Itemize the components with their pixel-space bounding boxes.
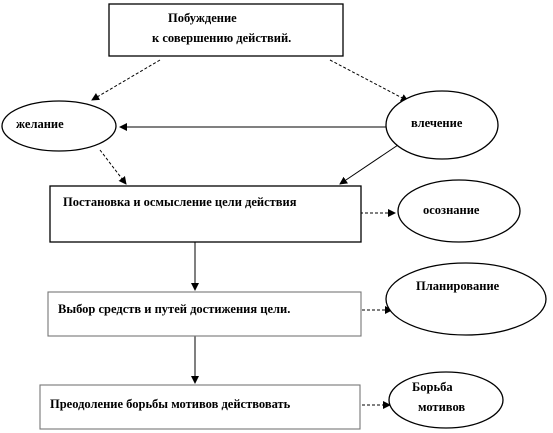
node-planning-ellipse xyxy=(385,262,547,336)
node-desire-label: желание xyxy=(16,117,64,131)
node-planning: Планирование xyxy=(385,262,547,336)
node-struggle-line1: Борьба xyxy=(412,380,453,394)
edge-motivation-to-attraction xyxy=(329,59,409,102)
node-desire: желание xyxy=(1,100,117,152)
node-awareness: осознание xyxy=(397,179,521,243)
node-motivation-box xyxy=(108,3,344,57)
node-motivation-line2: к совершению действий. xyxy=(152,31,291,45)
node-planning-label: Планирование xyxy=(416,279,500,293)
edge-attraction-to-goal-setting xyxy=(339,144,399,185)
node-goal-setting-box xyxy=(49,185,362,243)
node-motivation: Побуждение к совершению действий. xyxy=(108,3,344,57)
node-awareness-label: осознание xyxy=(423,203,480,217)
node-goal-setting: Постановка и осмысление цели действия xyxy=(49,185,362,243)
node-overcoming-label: Преодоление борьбы мотивов действовать xyxy=(50,397,291,411)
node-motivation-line1: Побуждение xyxy=(168,11,237,25)
node-goal-setting-label: Постановка и осмысление цели действия xyxy=(63,195,297,209)
node-desire-ellipse xyxy=(1,100,117,152)
edge-desire-to-goal-setting xyxy=(99,149,127,185)
edges xyxy=(91,59,409,409)
node-overcoming: Преодоление борьбы мотивов действовать xyxy=(39,384,361,430)
node-attraction-label: влечение xyxy=(411,116,463,130)
node-attraction: влечение xyxy=(385,90,499,160)
node-struggle-ellipse xyxy=(388,371,504,429)
node-means-choice-label: Выбор средств и путей достижения цели. xyxy=(58,302,290,316)
node-attraction-ellipse xyxy=(385,90,499,160)
edge-motivation-to-desire xyxy=(91,59,161,101)
node-awareness-ellipse xyxy=(397,179,521,243)
node-overcoming-box xyxy=(39,384,361,430)
node-means-choice: Выбор средств и путей достижения цели. xyxy=(47,291,362,337)
node-struggle: Борьба мотивов xyxy=(388,371,504,429)
node-means-choice-box xyxy=(47,291,362,337)
node-struggle-line2: мотивов xyxy=(418,400,465,414)
